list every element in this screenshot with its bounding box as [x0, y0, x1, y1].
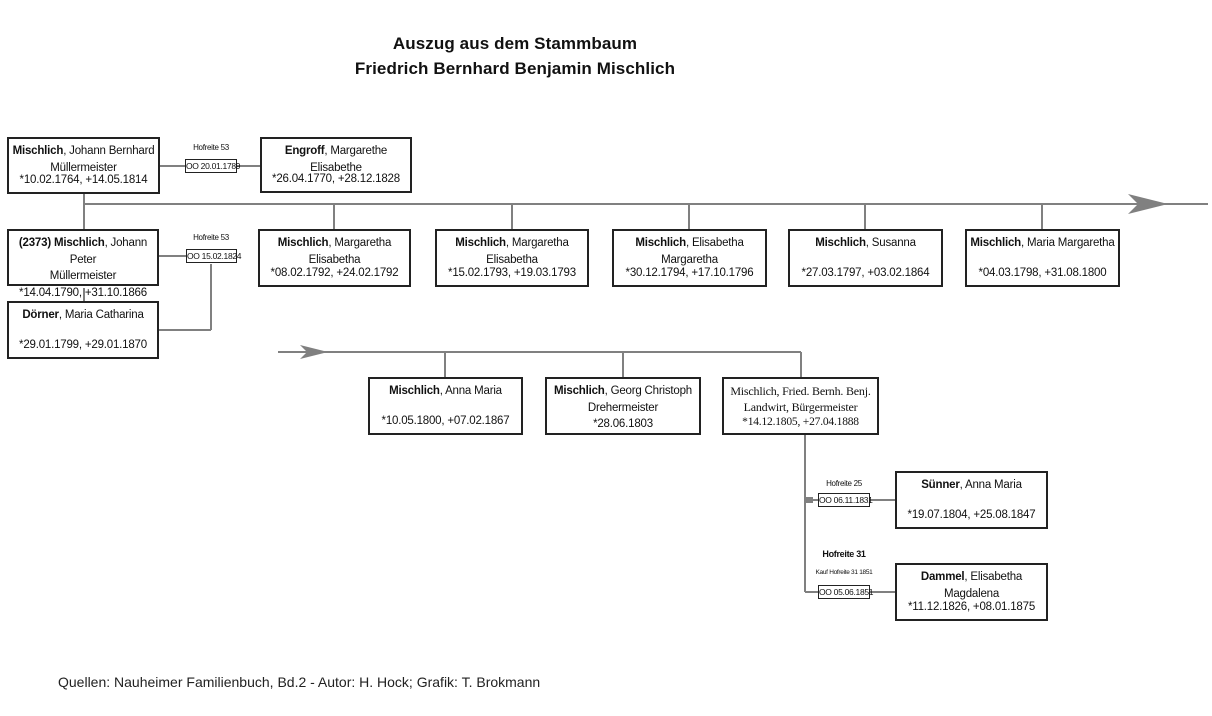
person-dates: *29.01.1799, +29.01.1870 — [19, 339, 147, 352]
marriage-date: OO 20.01.1789 — [185, 159, 241, 173]
person-number: (2373) — [18, 237, 54, 249]
person-given-name: , Anna Maria — [959, 479, 1022, 491]
person-surname: Mischlich — [554, 385, 605, 397]
person-surname: Sünner — [921, 479, 960, 491]
source-note: Quellen: Nauheimer Familienbuch, Bd.2 - … — [58, 674, 541, 690]
person-dates: *14.04.1790, +31.10.1866 — [19, 287, 147, 300]
person-given-name: , Margaretha Elisabetha — [486, 237, 569, 266]
marriage-date: OO 06.11.1831 — [818, 493, 873, 507]
person-dates: *14.12.1805, +27.04.1888 — [742, 416, 859, 429]
person-box-georg: Mischlich, Georg Christoph Drehermeister… — [545, 377, 701, 435]
person-occupation: Landwirt, Bürgermeister — [743, 400, 858, 415]
person-box-suenner: Sünner, Anna Maria *19.07.1804, +25.08.1… — [895, 471, 1048, 529]
person-box-anna-maria-mischlich: Mischlich, Anna Maria *10.05.1800, +07.0… — [368, 377, 523, 435]
diagram-subtitle: Friedrich Bernhard Benjamin Mischlich — [354, 59, 676, 78]
person-box-friedrich: Mischlich, Fried. Bernh. Benj. Landwirt,… — [722, 377, 879, 435]
person-occupation: Müllermeister — [49, 270, 117, 283]
person-given-name: , Margaretha Elisabetha — [308, 237, 392, 266]
person-given-name: , Maria Margaretha — [1021, 237, 1115, 249]
person-dates: *10.05.1800, +07.02.1867 — [381, 415, 510, 428]
person-box-engroff: Engroff, Margarethe Elisabethe *26.04.17… — [260, 137, 412, 193]
marriage-place: Hofreite 53 — [193, 143, 229, 152]
person-occupation: Drehermeister — [587, 401, 659, 414]
person-given-name: , Maria Catharina — [58, 309, 144, 321]
person-given-name: , Johann Peter — [69, 237, 148, 266]
person-given-name: , Margarethe Elisabethe — [310, 145, 388, 174]
person-surname: Engroff — [284, 145, 325, 157]
person-given-name: , Susanna — [865, 237, 916, 249]
person-dates: *08.02.1792, +24.02.1792 — [270, 267, 399, 280]
person-surname: Mischlich — [455, 237, 506, 249]
person-given-name: , Georg Christoph — [604, 385, 693, 397]
diagram-title: Auszug aus dem Stammbaum — [392, 34, 638, 53]
person-occupation: Müllermeister — [50, 161, 117, 174]
person-surname: Mischlich — [970, 237, 1022, 249]
person-surname: Mischlich — [53, 237, 105, 249]
person-dates: *26.04.1770, +28.12.1828 — [272, 173, 400, 186]
person-given-name: , Anna Maria — [439, 385, 502, 397]
marriage-place: Hofreite 25 — [826, 479, 862, 488]
person-box-johann-peter: (2373) Mischlich, Johann Peter Müllermei… — [7, 229, 159, 299]
person-dates: *04.03.1798, +31.08.1800 — [978, 267, 1107, 280]
marriage-place: Hofreite 31 — [822, 549, 866, 559]
person-box-maria-margaretha: Mischlich, Maria Margaretha *04.03.1798,… — [965, 229, 1120, 287]
person-given-name: , Johann Bernhard — [63, 145, 155, 157]
marriage-date: OO 05.06.1851 — [818, 585, 874, 599]
person-given-name: , Elisabetha Magdalena — [943, 571, 1023, 600]
person-surname: Mischlich — [277, 237, 329, 249]
person-box-dammel: Dammel, Elisabetha Magdalena *11.12.1826… — [895, 563, 1048, 621]
person-surname: Dörner — [22, 309, 59, 321]
person-dates: *15.02.1793, +19.03.1793 — [448, 267, 576, 280]
person-dates: *19.07.1804, +25.08.1847 — [907, 509, 1036, 522]
marriage-date: OO 15.02.1824 — [186, 249, 242, 263]
marriage-note: Kauf Hofreite 31 1851 — [815, 569, 873, 576]
person-surname: Mischlich — [389, 385, 440, 397]
person-surname: Dammel — [920, 571, 965, 583]
person-dates: *27.03.1797, +03.02.1864 — [801, 267, 930, 280]
person-box-margaretha-1793: Mischlich, Margaretha Elisabetha *15.02.… — [435, 229, 589, 287]
person-surname: Mischlich — [12, 145, 64, 157]
person-dates: *11.12.1826, +08.01.1875 — [907, 601, 1036, 614]
marriage-place: Hofreite 53 — [193, 233, 229, 242]
person-box-doerner: Dörner, Maria Catharina *29.01.1799, +29… — [7, 301, 159, 359]
person-name: Mischlich, Fried. Bernh. Benj. — [730, 384, 871, 398]
person-surname: Mischlich — [635, 237, 686, 249]
person-box-johann-bernhard: Mischlich, Johann Bernhard Müllermeister… — [7, 137, 160, 194]
person-box-elisabetha-1794: Mischlich, Elisabetha Margaretha *30.12.… — [612, 229, 767, 287]
person-dates: *30.12.1794, +17.10.1796 — [625, 267, 754, 280]
person-given-name: , Elisabetha Margaretha — [661, 237, 744, 266]
person-dates: *28.06.1803 — [593, 418, 653, 431]
person-box-margaretha-1792: Mischlich, Margaretha Elisabetha *08.02.… — [258, 229, 411, 287]
person-dates: *10.02.1764, +14.05.1814 — [19, 174, 148, 187]
person-box-susanna: Mischlich, Susanna *27.03.1797, +03.02.1… — [788, 229, 943, 287]
person-surname: Mischlich — [815, 237, 866, 249]
